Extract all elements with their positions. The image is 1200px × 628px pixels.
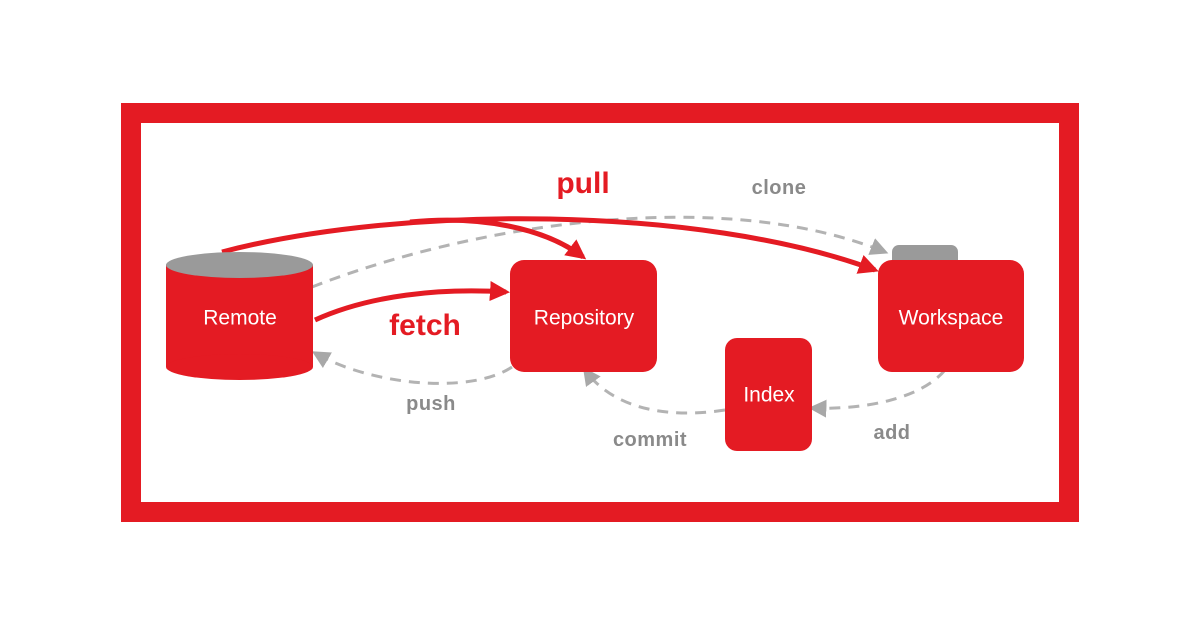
clone-label: clone xyxy=(751,177,807,199)
remote-node xyxy=(166,252,313,380)
push-label: push xyxy=(406,393,456,415)
pull-arrow xyxy=(221,216,879,274)
add-label: add xyxy=(873,422,911,444)
commit-label: commit xyxy=(612,429,688,451)
repository-node xyxy=(510,260,657,372)
pull-label: pull xyxy=(556,167,610,200)
fetch-arrow xyxy=(313,281,510,323)
remote-label: Remote xyxy=(203,306,277,330)
pull-to-repository-arrow xyxy=(409,217,587,260)
index-label: Index xyxy=(743,383,795,407)
index-node xyxy=(725,338,812,451)
fetch-label: fetch xyxy=(389,309,461,342)
repository-label: Repository xyxy=(533,306,635,330)
add-arrow xyxy=(808,369,947,418)
workspace-node xyxy=(878,245,1024,372)
remote-cylinder-top xyxy=(166,252,313,278)
commit-arrow xyxy=(582,367,726,415)
workspace-label: Workspace xyxy=(898,306,1004,330)
push-arrow xyxy=(311,351,513,385)
